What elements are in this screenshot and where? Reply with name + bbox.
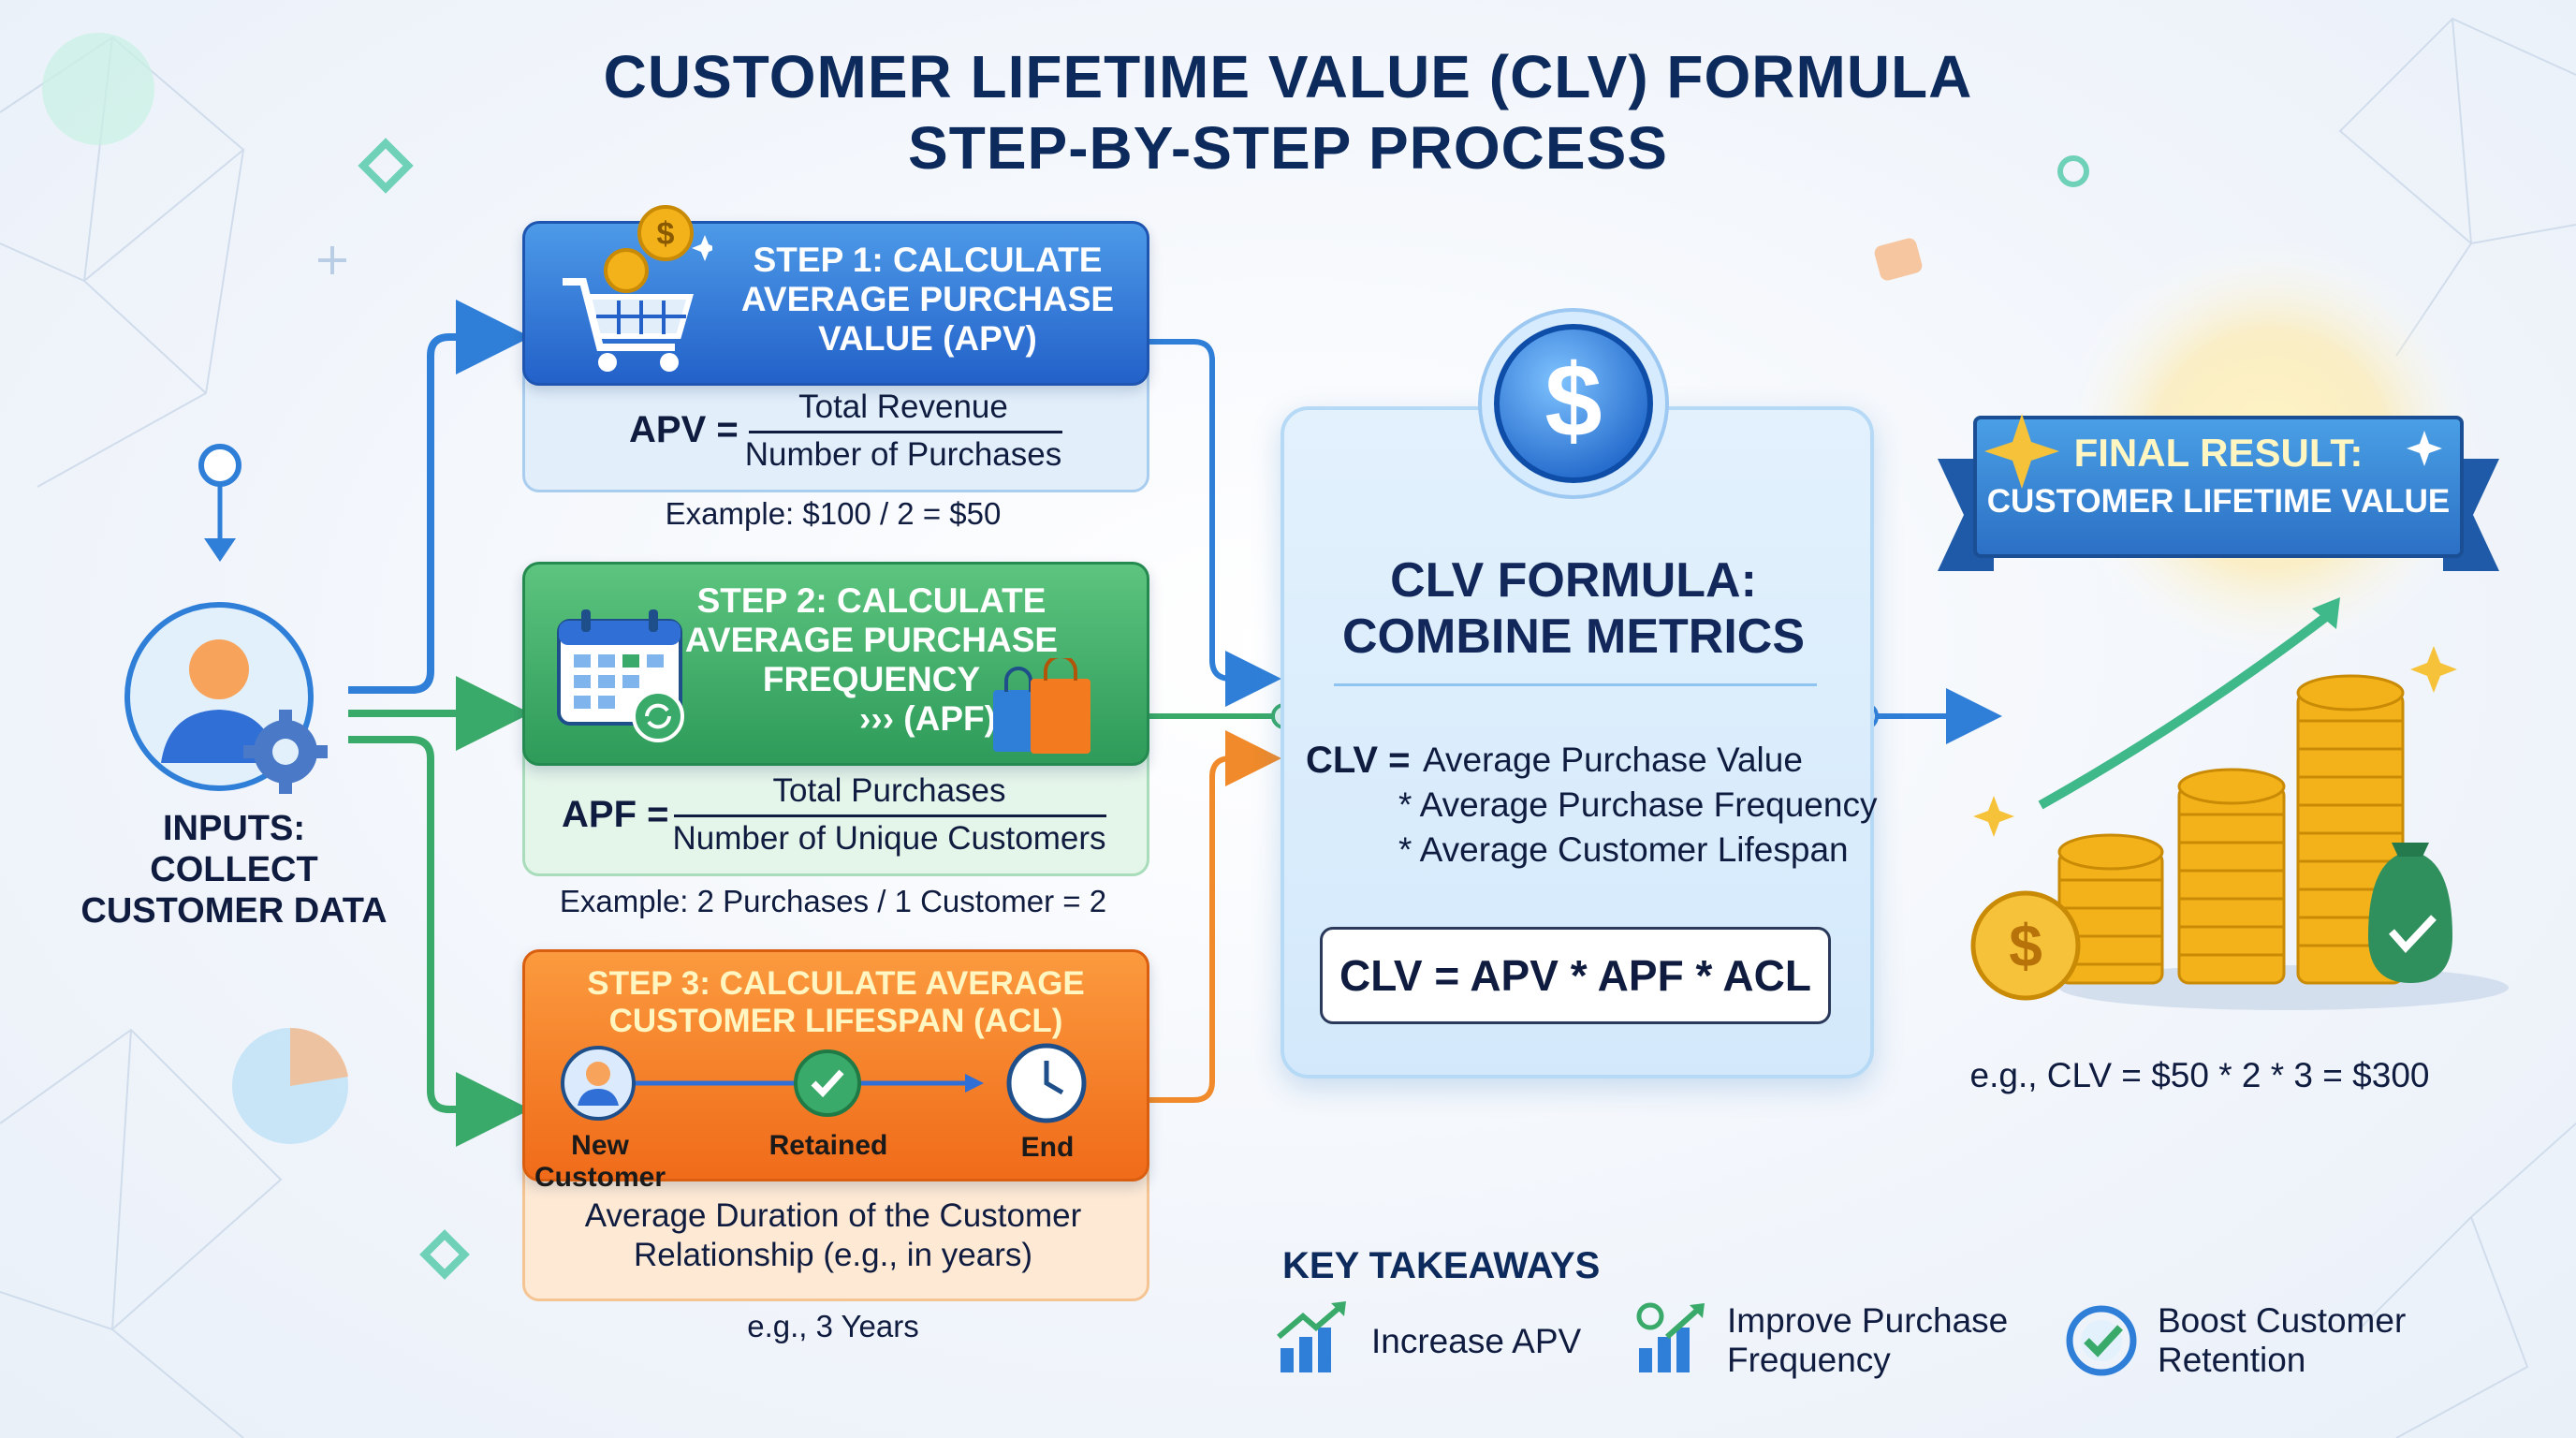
clv-formula-title: CLV FORMULA: COMBINE METRICS [1342,553,1805,664]
key-takeaways-title: KEY TAKEAWAYS [1282,1245,1601,1286]
clv-term-apf: * Average Purchase Frequency [1398,785,1878,824]
clv-label: CLV = [1306,740,1411,781]
apv-numerator: Total Revenue [798,389,1008,425]
svg-text:$: $ [657,216,675,252]
shopping-bags-icon [984,654,1105,761]
node-retained: Retained [768,1130,888,1161]
acl-example: e.g., 3 Years [747,1309,919,1343]
clv-equation-box: CLV = APV * APF * ACL [1320,927,1831,1024]
result-banner: FINAL RESULT: CUSTOMER LIFETIME VALUE [1938,403,2499,580]
takeaway-boost-retention: Boost Customer Retention [2158,1301,2407,1379]
inputs-label: INPUTS: COLLECT CUSTOMER DATA [80,809,388,931]
result-banner-title: FINAL RESULT: [2073,431,2364,475]
step3-header: STEP 3: CALCULATE AVERAGE CUSTOMER LIFES… [522,949,1149,1193]
customer-data-icon [122,599,328,796]
lifespan-timeline [525,1040,1147,1124]
apf-fraction-line [674,814,1106,817]
chevrons-icon: ››› [859,699,904,738]
step2-header: STEP 2: CALCULATE AVERAGE PURCHASE FREQU… [522,562,1149,766]
apv-fraction-line [749,431,1062,433]
apf-example: Example: 2 Purchases / 1 Customer = 2 [559,884,1107,918]
retention-check-icon [2064,1303,2139,1378]
takeaway-increase-apv: Increase APV [1371,1322,1582,1360]
apv-denominator: Number of Purchases [744,436,1062,473]
takeaway-improve-frequency: Improve Purchase Frequency [1727,1301,2009,1379]
clv-term-apv: Average Purchase Value [1423,741,1803,779]
calendar-icon [553,606,694,746]
acl-description: Average Duration of the Customer Relatio… [584,1197,1082,1273]
frequency-chart-icon [1633,1299,1710,1376]
apf-label: APF = [562,794,669,835]
growth-chart-icon [1275,1299,1352,1376]
node-end: End [1020,1132,1075,1163]
result-banner-subtitle: CUSTOMER LIFETIME VALUE [1986,483,2451,520]
node-new-customer: New Customer [534,1130,666,1193]
coin-stacks-illustration: $ [1966,580,2490,1011]
formula-divider [1334,683,1817,686]
apv-label: APV = [629,409,739,450]
clv-term-acl: * Average Customer Lifespan [1398,830,1849,869]
dollar-coin-icon: $ [1475,305,1672,502]
step1-header: STEP 1: CALCULATE AVERAGE PURCHASE VALUE… [522,205,1149,386]
svg-text:$: $ [2009,912,2042,979]
apf-denominator: Number of Unique Customers [672,820,1106,857]
apf-numerator: Total Purchases [772,772,1006,809]
page-subtitle: STEP-BY-STEP PROCESS [908,114,1668,182]
svg-text:$: $ [1544,344,1602,459]
apv-example: Example: $100 / 2 = $50 [665,496,1002,531]
shopping-cart-icon: $ [544,198,718,375]
clv-example: e.g., CLV = $50 * 2 * 3 = $300 [1969,1056,2430,1094]
page-title: CUSTOMER LIFETIME VALUE (CLV) FORMULA [603,43,1973,110]
